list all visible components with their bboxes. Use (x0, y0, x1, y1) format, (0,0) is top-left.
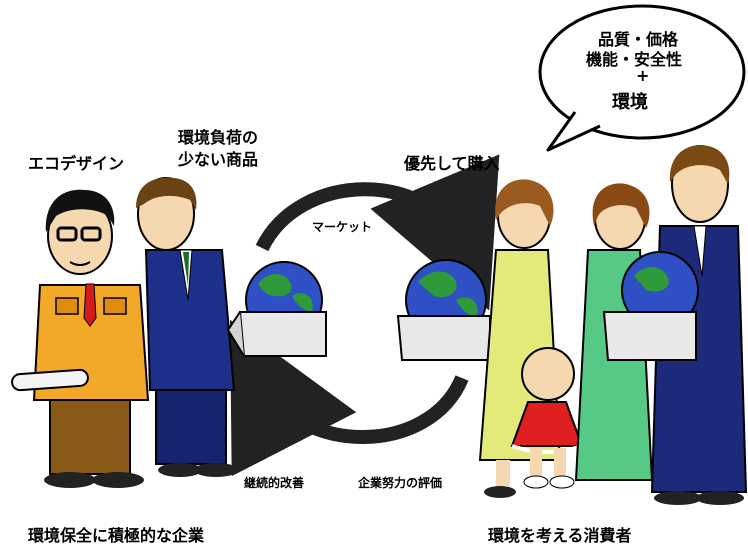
speech-bubble (538, 4, 746, 152)
child-figure (510, 347, 584, 489)
bubble-line3: 環境 (612, 92, 648, 113)
bubble-plus: + (636, 66, 650, 85)
label-low-impact-1: 環境負荷の (178, 128, 259, 147)
cycle-arrows (229, 154, 500, 477)
market-arrow (255, 154, 500, 311)
engineer-figure (11, 189, 150, 488)
salesman-figure (136, 177, 238, 477)
label-eco-design: エコデザイン (28, 154, 125, 173)
label-corporate-effort: 企業努力の評価 (358, 476, 443, 490)
label-eco-consumers: 環境を考える消費者 (488, 526, 632, 545)
label-continuous-improvement: 継続的改善 (244, 476, 305, 490)
product-box-left (226, 261, 327, 357)
bubble-line2: 機能・安全性 (586, 50, 683, 69)
woman-figure (478, 179, 562, 498)
bubble-line1: 品質・価格 (598, 30, 679, 49)
product-box-right (396, 259, 491, 361)
feedback-arrow (229, 319, 469, 477)
label-priority-purchase: 優先して購入 (404, 154, 500, 173)
label-market: マーケット (312, 220, 373, 234)
product-box-far-right (602, 251, 699, 361)
label-low-impact-2: 少ない商品 (178, 150, 259, 169)
label-proactive-companies: 環境保全に積極的な企業 (28, 526, 205, 545)
